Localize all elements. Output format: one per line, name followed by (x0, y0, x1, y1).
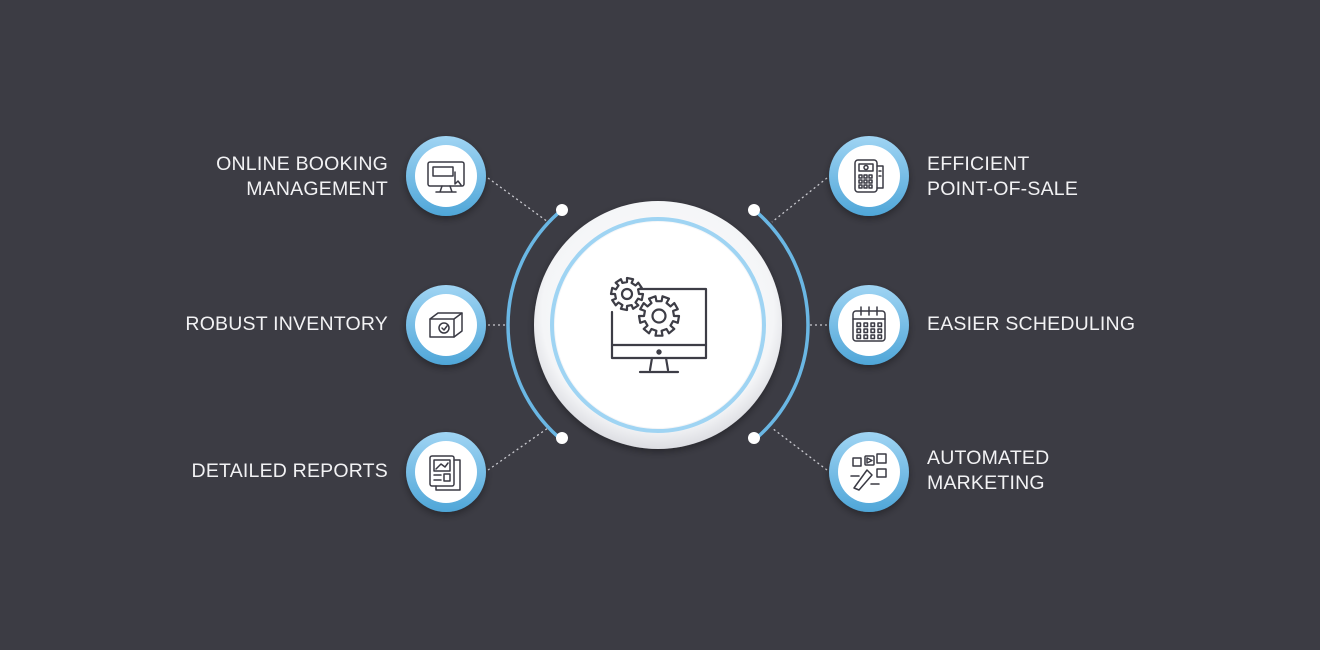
efficient-point-of-sale-connector (771, 177, 828, 223)
outer-arcs (506, 211, 810, 439)
online-booking-management-label-line: MANAGEMENT (246, 178, 388, 200)
robust-inventory-badge (406, 285, 486, 365)
detailed-reports-label-line: DETAILED REPORTS (191, 460, 388, 482)
book-monitor-icon (427, 161, 465, 193)
node-dot (748, 204, 760, 216)
efficient-point-of-sale-label: EFFICIENT POINT-OF-SALE (927, 152, 1078, 202)
online-booking-management-badge (406, 136, 486, 216)
calendar-icon (852, 306, 886, 342)
robust-inventory-label-line: ROBUST INVENTORY (185, 313, 388, 335)
badge-disc (415, 441, 477, 503)
automated-marketing-label: AUTOMATED MARKETING (927, 446, 1049, 496)
feature-badges (406, 136, 909, 512)
online-booking-management-label-line: ONLINE BOOKING (216, 153, 388, 175)
easier-scheduling-badge (829, 285, 909, 365)
hub-ring (550, 217, 766, 433)
left-arc (506, 211, 560, 439)
easier-scheduling-label: EASIER SCHEDULING (927, 312, 1135, 337)
detailed-reports-connector (487, 427, 549, 471)
node-dot (556, 204, 568, 216)
central-hub (534, 201, 782, 449)
efficient-point-of-sale-label-line: EFFICIENT (927, 153, 1030, 175)
automated-marketing-label-line: AUTOMATED (927, 447, 1050, 469)
robust-inventory-label: ROBUST INVENTORY (185, 312, 388, 337)
connectors (487, 177, 828, 471)
online-booking-management-connector (487, 177, 549, 223)
monitor-gears-icon (609, 276, 708, 374)
automated-marketing-badge (829, 432, 909, 512)
efficient-point-of-sale-badge (829, 136, 909, 216)
automated-marketing-connector (771, 427, 828, 471)
automated-marketing-label-line: MARKETING (927, 472, 1045, 494)
online-booking-management-label: ONLINE BOOKING MANAGEMENT (216, 152, 388, 202)
report-document-icon (429, 455, 461, 491)
badge-disc (838, 294, 900, 356)
easier-scheduling-label-line: EASIER SCHEDULING (927, 313, 1136, 335)
node-dot (748, 432, 760, 444)
marketing-automation-icon (850, 453, 887, 491)
efficient-point-of-sale-label-line: POINT-OF-SALE (927, 178, 1079, 200)
inventory-box-icon (429, 312, 463, 338)
detailed-reports-label: DETAILED REPORTS (192, 459, 388, 484)
right-arc (756, 211, 810, 439)
pos-terminal-icon (854, 159, 884, 193)
detailed-reports-badge (406, 432, 486, 512)
badge-disc (415, 294, 477, 356)
node-dot (556, 432, 568, 444)
